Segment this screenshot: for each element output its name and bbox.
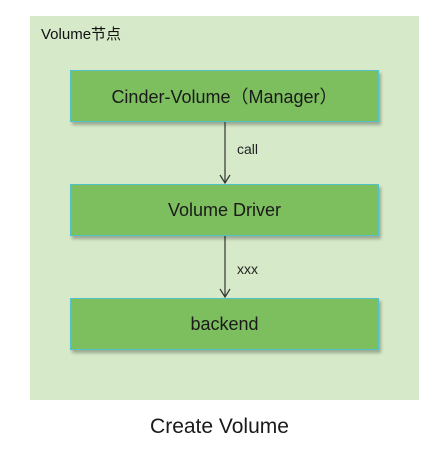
arrowhead-manager-to-driver [219, 174, 231, 185]
node-label: Volume Driver [167, 199, 282, 220]
edge-label-xxx: xxx [237, 261, 258, 277]
arrowhead-driver-to-backend [219, 288, 231, 299]
node-label: backend [190, 313, 259, 334]
container-label: Volume节点 [41, 26, 122, 43]
node-backend: backend [70, 298, 379, 350]
connector-arrows [219, 122, 231, 299]
node-label: Cinder-Volume（Manager） [111, 87, 338, 107]
volume-node-container: Volume节点 Cinder-Volume（Manager） call Vol… [30, 16, 419, 400]
diagram-caption: Create Volume [150, 415, 289, 438]
node-cinder-volume-manager: Cinder-Volume（Manager） [70, 70, 379, 122]
node-volume-driver: Volume Driver [70, 184, 379, 236]
edge-label-call: call [237, 141, 259, 157]
